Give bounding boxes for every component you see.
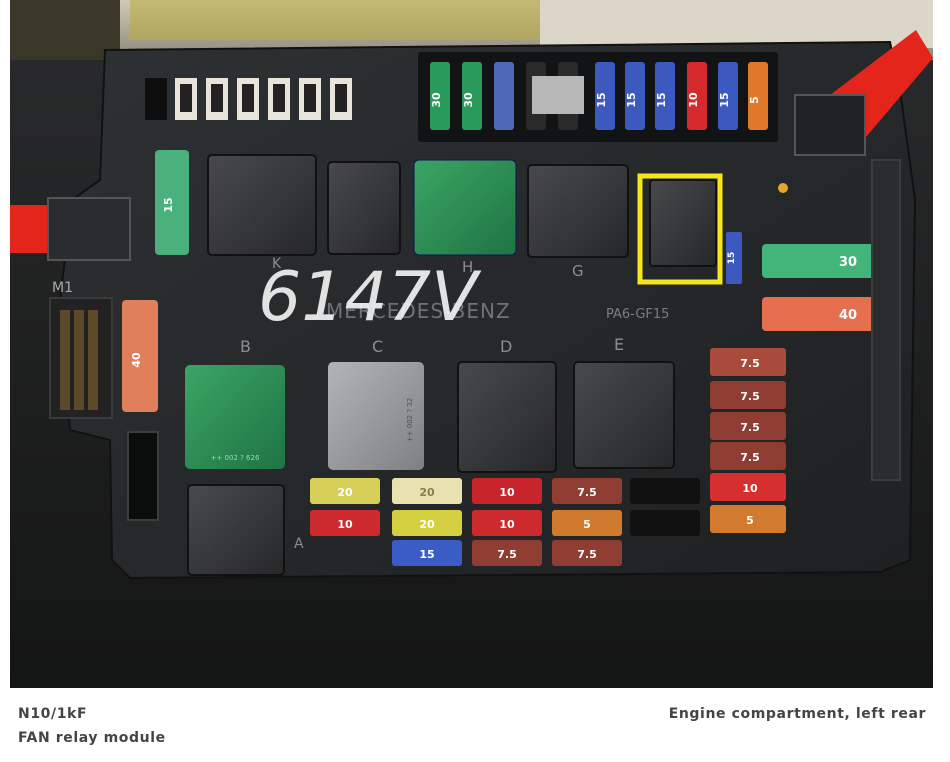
right-bracket bbox=[871, 159, 901, 481]
relay-fan bbox=[649, 179, 717, 267]
fuse-label: 5 bbox=[748, 96, 761, 104]
relay-h-green bbox=[413, 159, 517, 256]
relay-letter: G bbox=[572, 262, 584, 280]
caption-location: Engine compartment, left rear bbox=[668, 706, 926, 722]
right-fuse-column: 7.5 7.5 7.5 7.5 10 5 bbox=[710, 348, 786, 533]
caption-name: FAN relay module bbox=[18, 730, 166, 746]
inline-fuse-holder bbox=[127, 431, 159, 521]
handwritten-marking: 6147V bbox=[258, 258, 482, 337]
fuse-label: 20 bbox=[419, 518, 435, 531]
relay-k bbox=[207, 154, 317, 256]
fuse-label: 10 bbox=[742, 482, 758, 495]
fuse-label: 20 bbox=[419, 486, 435, 499]
connector-m1: M1 bbox=[49, 280, 113, 419]
fuse-label: 30 bbox=[839, 255, 857, 270]
fuse-label: 7.5 bbox=[740, 451, 760, 464]
fuse-label: 5 bbox=[746, 514, 754, 527]
fuse-label: 10 bbox=[499, 518, 515, 531]
left-maxi-fuse bbox=[155, 150, 189, 255]
bottom-fuse-grid: 20 20 10 7.5 10 20 10 5 15 7.5 7.5 bbox=[310, 478, 700, 566]
fan-relay-highlight bbox=[637, 173, 723, 285]
fuse-label: 10 bbox=[499, 486, 515, 499]
relay-a bbox=[187, 484, 285, 576]
fuse-label: 10 bbox=[687, 92, 700, 108]
fuse-label: 40 bbox=[130, 352, 143, 368]
fuse-15 bbox=[726, 232, 742, 284]
fuse-label: 5 bbox=[583, 518, 591, 531]
fuse-label: 40 bbox=[839, 308, 857, 323]
fuse-label: 10 bbox=[337, 518, 353, 531]
fuse-label: 7.5 bbox=[497, 548, 517, 561]
fuse-label: 30 bbox=[462, 92, 475, 108]
relay-letter: D bbox=[500, 337, 512, 356]
connector-label: M1 bbox=[52, 280, 73, 296]
relay-g bbox=[527, 164, 629, 258]
fuse-label: 15 bbox=[655, 92, 668, 107]
relay-b-green bbox=[185, 365, 285, 469]
relay-letter: A bbox=[294, 536, 304, 552]
fuse-label: 7.5 bbox=[577, 486, 597, 499]
fuse-label: 15 bbox=[595, 92, 608, 107]
fuse-label: 30 bbox=[430, 92, 443, 108]
relay-letter: C bbox=[372, 337, 383, 356]
part-number: ++ 002 ? 32 bbox=[406, 398, 414, 442]
left-orange-maxi-fuse bbox=[122, 300, 158, 412]
right-maxi-fuse-40 bbox=[762, 297, 880, 331]
caption-code: N10/1kF bbox=[18, 706, 88, 722]
fuse-label: 20 bbox=[337, 486, 353, 499]
fuse-label: 15 bbox=[162, 197, 175, 212]
fuse-box-photo: 30 30 15 15 15 10 15 5 15 M1 40 15 30 40… bbox=[10, 0, 933, 688]
fuse-label: 7.5 bbox=[740, 357, 760, 370]
brand-embossing: MERCEDES-BENZ bbox=[326, 299, 511, 323]
fuse-label: 15 bbox=[718, 92, 731, 107]
right-maxi-fuse-30 bbox=[762, 244, 880, 278]
relay-letter: B bbox=[240, 337, 251, 356]
right-red-lever[interactable] bbox=[794, 30, 933, 156]
relay-letter: E bbox=[614, 335, 624, 354]
fuse-label: 7.5 bbox=[740, 390, 760, 403]
material-code: PA6-GF15 bbox=[606, 307, 669, 322]
relay-j bbox=[327, 161, 401, 255]
empty-fuse-slots bbox=[145, 78, 352, 120]
fuse-label: 15 bbox=[727, 252, 737, 265]
fuse-label: 7.5 bbox=[740, 421, 760, 434]
part-number: ++ 002 ? 626 bbox=[211, 454, 260, 462]
fuse-box-illustration: 30 30 15 15 15 10 15 5 15 M1 40 15 30 40… bbox=[10, 0, 933, 688]
relay-e bbox=[573, 361, 675, 469]
fuse-label: 15 bbox=[625, 92, 638, 107]
fuse-label: 15 bbox=[419, 548, 434, 561]
relay-c-grey bbox=[328, 362, 424, 470]
relay-letter: K bbox=[272, 256, 282, 272]
indicator-dot bbox=[778, 183, 788, 193]
relay-d bbox=[457, 361, 557, 473]
relay-letter: H bbox=[462, 258, 473, 276]
top-fuse-row: 30 30 15 15 15 10 15 5 bbox=[430, 62, 768, 130]
fuse-label: 7.5 bbox=[577, 548, 597, 561]
